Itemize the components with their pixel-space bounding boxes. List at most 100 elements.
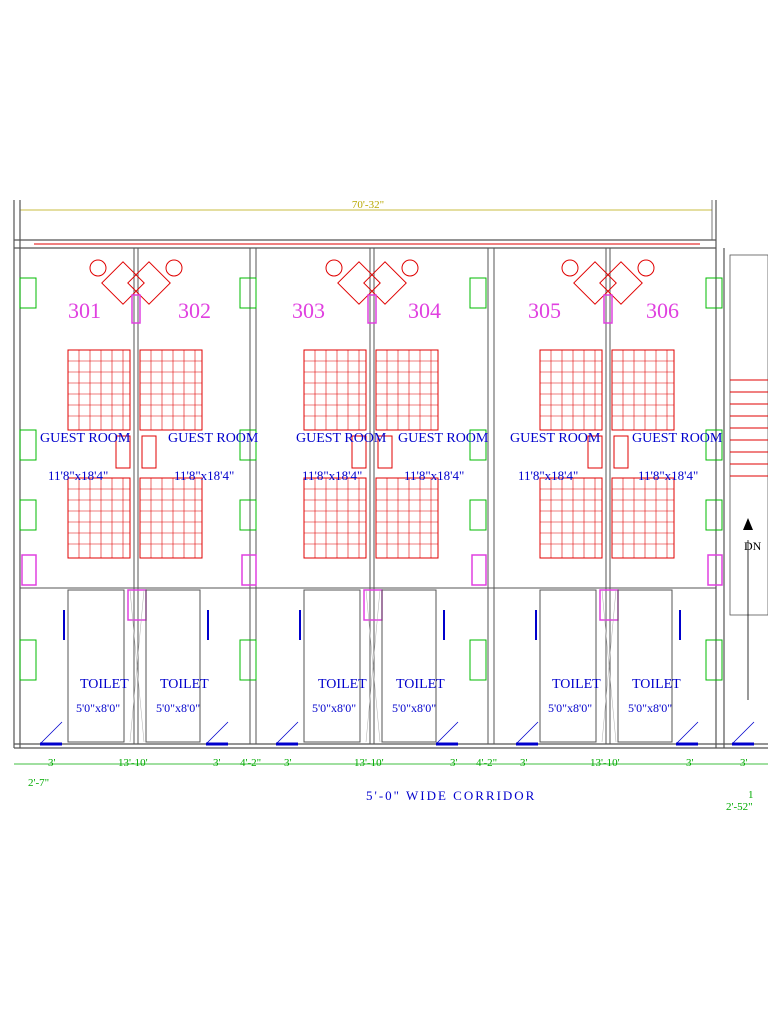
door-swing bbox=[435, 721, 459, 745]
room-number: 304 bbox=[408, 298, 441, 323]
outer-walls bbox=[13, 200, 768, 749]
room-labels: 301 302 303 304 305 306 GUEST ROOM GUEST… bbox=[40, 298, 723, 483]
door-marker bbox=[599, 589, 619, 621]
bed bbox=[303, 349, 367, 431]
table bbox=[599, 261, 643, 305]
door-marker bbox=[367, 294, 377, 324]
wardrobe bbox=[613, 435, 629, 469]
room-size: 11'8"x18'4" bbox=[302, 468, 362, 483]
dimension-label: 3' bbox=[740, 757, 748, 769]
toilet-room bbox=[303, 589, 361, 743]
room-size: 11'8"x18'4" bbox=[48, 468, 108, 483]
toilet-label: TOILET bbox=[160, 677, 209, 692]
toilet-size: 5'0"x8'0" bbox=[312, 701, 356, 715]
bed bbox=[139, 477, 203, 559]
dimension-label: 4'-2" bbox=[476, 757, 497, 769]
door-marker bbox=[363, 589, 383, 621]
room-label: GUEST ROOM bbox=[40, 431, 131, 446]
table bbox=[573, 261, 617, 305]
table bbox=[337, 261, 381, 305]
door-marker bbox=[603, 294, 613, 324]
dimension-label: 3' bbox=[520, 757, 528, 769]
room-label: GUEST ROOM bbox=[296, 431, 387, 446]
chair bbox=[165, 259, 183, 277]
bed bbox=[611, 349, 675, 431]
chair bbox=[325, 259, 343, 277]
stair-arrow-icon bbox=[743, 518, 753, 530]
bed bbox=[375, 477, 439, 559]
toilet-size: 5'0"x8'0" bbox=[548, 701, 592, 715]
room-partitions bbox=[20, 248, 716, 744]
wardrobe bbox=[351, 435, 367, 469]
shaft-line bbox=[601, 589, 617, 743]
door-swing bbox=[39, 721, 63, 745]
room-number: 305 bbox=[528, 298, 561, 323]
chair bbox=[89, 259, 107, 277]
toilet-room bbox=[67, 589, 125, 743]
bed bbox=[539, 349, 603, 431]
bed bbox=[67, 349, 131, 431]
chair bbox=[401, 259, 419, 277]
wardrobe bbox=[377, 435, 393, 469]
closet bbox=[239, 277, 257, 681]
toilet-labels: TOILET TOILET TOILET TOILET TOILET TOILE… bbox=[76, 677, 681, 715]
chair bbox=[637, 259, 655, 277]
toilet-size: 5'0"x8'0" bbox=[76, 701, 120, 715]
dimension-label: 3' bbox=[48, 757, 56, 769]
room-size: 11'8"x18'4" bbox=[638, 468, 698, 483]
wardrobe bbox=[115, 435, 131, 469]
right-dimension-top: 1 bbox=[748, 789, 754, 801]
table bbox=[127, 261, 171, 305]
room-size: 11'8"x18'4" bbox=[518, 468, 578, 483]
toilet-label: TOILET bbox=[632, 677, 681, 692]
bed bbox=[611, 477, 675, 559]
toilet-size: 5'0"x8'0" bbox=[628, 701, 672, 715]
room-label: GUEST ROOM bbox=[168, 431, 259, 446]
room-number: 306 bbox=[646, 298, 679, 323]
toilet-size: 5'0"x8'0" bbox=[392, 701, 436, 715]
overall-dimension-label: 70'-32" bbox=[352, 199, 384, 211]
toilet-label: TOILET bbox=[80, 677, 129, 692]
room-number: 303 bbox=[292, 298, 325, 323]
door-swing bbox=[205, 721, 229, 745]
dimension-label: 3' bbox=[450, 757, 458, 769]
closet bbox=[19, 277, 37, 681]
staircase: DN bbox=[729, 254, 768, 700]
toilet-size: 5'0"x8'0" bbox=[156, 701, 200, 715]
bottom-dimensions: 3' 13'-10' 3' 4'-2" 3' 13'-10' 3' 4'-2" … bbox=[14, 757, 768, 813]
room-label: GUEST ROOM bbox=[510, 431, 601, 446]
toilet-room bbox=[539, 589, 597, 743]
bed bbox=[303, 477, 367, 559]
toilet-label: TOILET bbox=[318, 677, 367, 692]
room-number: 301 bbox=[68, 298, 101, 323]
stair-label: DN bbox=[744, 539, 762, 553]
room-label: GUEST ROOM bbox=[398, 431, 489, 446]
dimension-label: 13'-10' bbox=[354, 757, 384, 769]
right-dimension: 2'-52" bbox=[726, 801, 753, 813]
room-label: GUEST ROOM bbox=[632, 431, 723, 446]
door-marker bbox=[131, 294, 141, 324]
door-swing bbox=[275, 721, 299, 745]
closet bbox=[705, 277, 723, 681]
bed bbox=[375, 349, 439, 431]
corridor-label: 5'-0" WIDE CORRIDOR bbox=[366, 788, 536, 803]
toilet-room bbox=[381, 589, 437, 743]
room-size: 11'8"x18'4" bbox=[174, 468, 234, 483]
closet bbox=[469, 277, 487, 681]
bed bbox=[67, 477, 131, 559]
bed-furniture bbox=[67, 259, 675, 621]
toilet-label: TOILET bbox=[552, 677, 601, 692]
left-dimension: 2'-7" bbox=[28, 777, 49, 789]
toilet-room bbox=[617, 589, 673, 743]
door-swing bbox=[675, 721, 699, 745]
shaft-line bbox=[365, 589, 381, 743]
door-swing bbox=[515, 721, 539, 745]
toilet-blocks bbox=[19, 277, 755, 746]
dimension-label: 3' bbox=[284, 757, 292, 769]
door-marker bbox=[127, 589, 147, 621]
room-size: 11'8"x18'4" bbox=[404, 468, 464, 483]
chair bbox=[561, 259, 579, 277]
shaft-line bbox=[129, 589, 145, 743]
wardrobe bbox=[587, 435, 603, 469]
dimension-label: 3' bbox=[213, 757, 221, 769]
